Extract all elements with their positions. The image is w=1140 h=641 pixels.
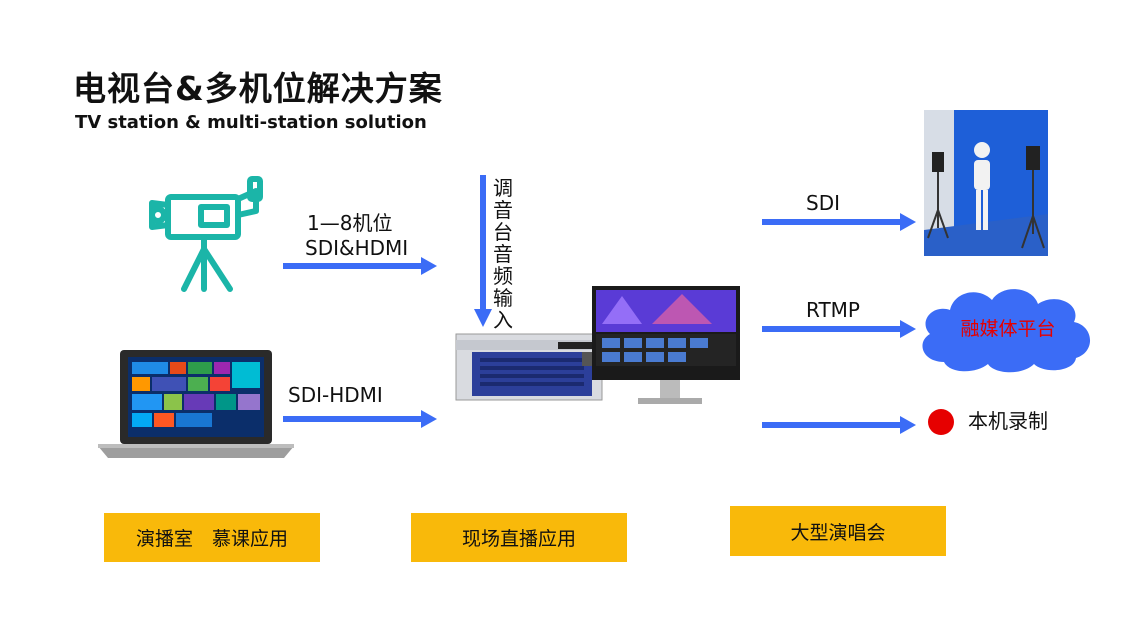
studio-stage-image [924,110,1048,256]
video-camera-icon [149,176,263,292]
sdi-label: SDI [806,191,840,215]
application-concert: 大型演唱会 [730,506,946,556]
record-label: 本机录制 [968,409,1048,433]
camera-input-arrow [283,257,437,275]
camera-label-line1: 1—8机位 [307,211,393,235]
audio-input-arrow [474,175,492,327]
laptop-label: SDI-HDMI [288,383,383,407]
laptop-input-arrow [283,410,437,428]
record-output-arrow [762,416,916,434]
broadcast-device-image [455,286,740,404]
camera-label-line2: SDI&HDMI [305,236,409,260]
rtmp-output-arrow [762,320,916,338]
sdi-output-arrow [762,213,916,231]
cloud-icon [922,289,1091,373]
application-live-broadcast: 现场直播应用 [411,513,627,562]
application-studio-mooc: 演播室 慕课应用 [104,513,320,562]
record-dot-icon [928,409,954,435]
rtmp-label: RTMP [806,298,860,322]
laptop-image [98,350,294,458]
page-title: 电视台&多机位解决方案 [73,69,443,108]
page-subtitle: TV station & multi-station solution [75,112,427,133]
cloud-label: 融媒体平台 [960,318,1056,340]
audio-input-label: 调 音 台 音 频 输 入 [493,176,513,332]
